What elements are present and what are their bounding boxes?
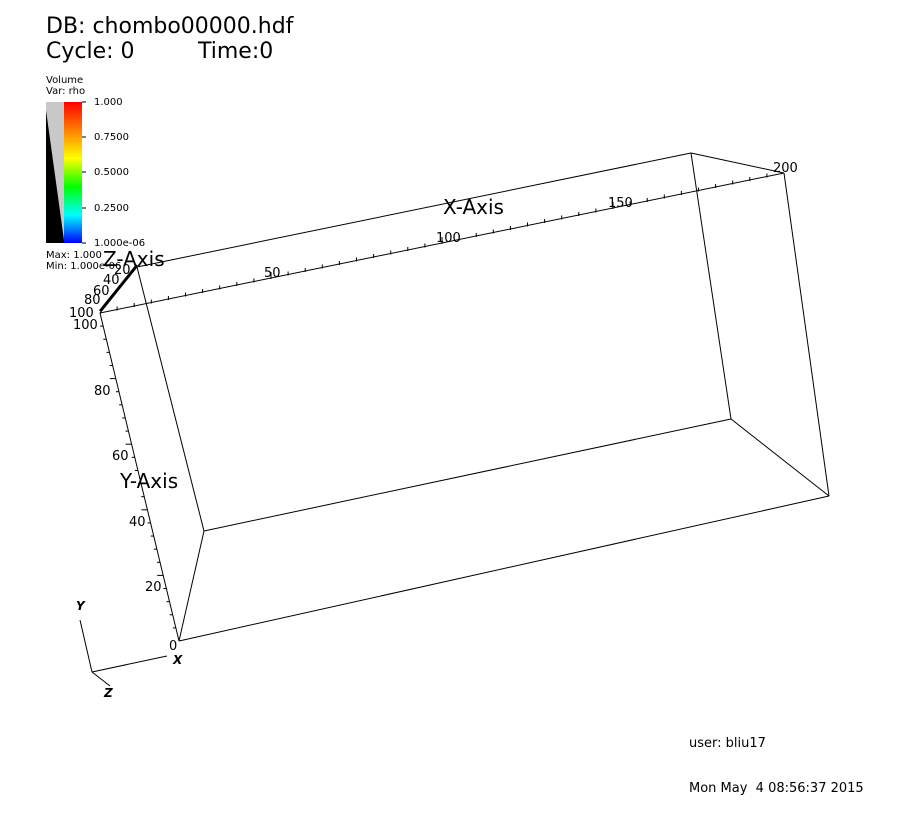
plot-canvas: 50 100 150 200 X-Axis 0 20 40 60 80 100 … [46,101,830,700]
box-edge [99,266,138,314]
triad-x-label: X [172,653,183,667]
y-tick-label: 0 [169,639,177,654]
z-tick-label: 40 [103,273,120,288]
y-tick-label: 100 [73,318,98,333]
box-edge [783,172,830,497]
box-edge [136,152,692,268]
time-label: Time:0 [198,39,274,64]
timestamp: Mon May 4 08:56:37 2015 [689,781,864,796]
x-tick-label: 200 [773,161,798,176]
y-tick-label: 60 [112,449,129,464]
box-edge-heavy [99,264,138,312]
user-name: user: bliu17 [689,736,766,751]
x-tick-label: 100 [436,231,461,246]
y-tick-label: 40 [129,515,146,530]
triad-z-label: Z [103,686,113,700]
z-tick-label: 60 [93,284,110,299]
legend-opacity-grey [46,102,64,240]
x-axis-title: X-Axis [443,195,504,219]
y-axis-minor-ticks [100,325,176,629]
box-edge [136,266,205,532]
cycle-label: Cycle: 0 [46,39,135,64]
z-tick-label: 80 [84,293,101,308]
triad-y-line [79,619,93,673]
legend-title: Volume [46,75,84,86]
legend-graphic [46,101,86,244]
z-tick-label: 20 [114,263,131,278]
legend-tick-label: 0.5000 [94,167,129,178]
box-edge [690,152,785,174]
triad-z-line [91,671,111,687]
box-edge [730,418,830,497]
y-axis-title: Y-Axis [119,469,178,493]
legend: Volume Var: rho 1.000 0.7500 0.5000 0.25… [46,75,156,275]
z-axis-title: Z-Axis [103,247,165,271]
legend-max: Max: 1.000 [46,250,102,261]
legend-tick-label: 1.000e-06 [94,238,146,249]
user-info: user: bliu17 Mon May 4 08:56:37 2015 [689,706,864,826]
x-tick-label: 50 [264,266,281,281]
triad-x-line [91,655,168,673]
visit-viewport[interactable]: DB: chombo00000.hdf Cycle: 0 Time:0 [0,0,920,796]
y-tick-label: 80 [94,384,111,399]
legend-tick-label: 1.000 [94,97,123,108]
box-edge [690,152,732,420]
box-edge [178,495,830,642]
legend-color-ramp [64,102,82,243]
x-axis-labels: 50 100 150 200 X-Axis [264,161,798,281]
axis-triad [79,619,168,687]
x-axis-minor-ticks [116,173,768,311]
legend-tick-label: 0.7500 [94,132,129,143]
z-tick-label: 100 [69,306,94,321]
box-edge [99,312,180,642]
y-tick-label: 20 [145,580,162,595]
box-edge [203,418,732,532]
x-tick-label: 150 [608,196,633,211]
triad-y-label: Y [76,599,86,613]
axis-triad-labels: Y X Z [76,599,183,700]
legend-tick-label: 0.2500 [94,203,129,214]
legend-opacity-black [46,110,64,243]
bounding-box [99,152,830,642]
box-edge [178,530,205,642]
database-title: DB: chombo00000.hdf [46,14,294,39]
y-axis-labels: 0 20 40 60 80 100 Y-Axis [73,318,178,654]
z-axis-labels: 20 40 60 80 100 Z-Axis [69,247,165,321]
legend-variable: Var: rho [46,86,86,97]
legend-min: Min: 1.000e-06 [46,261,122,272]
